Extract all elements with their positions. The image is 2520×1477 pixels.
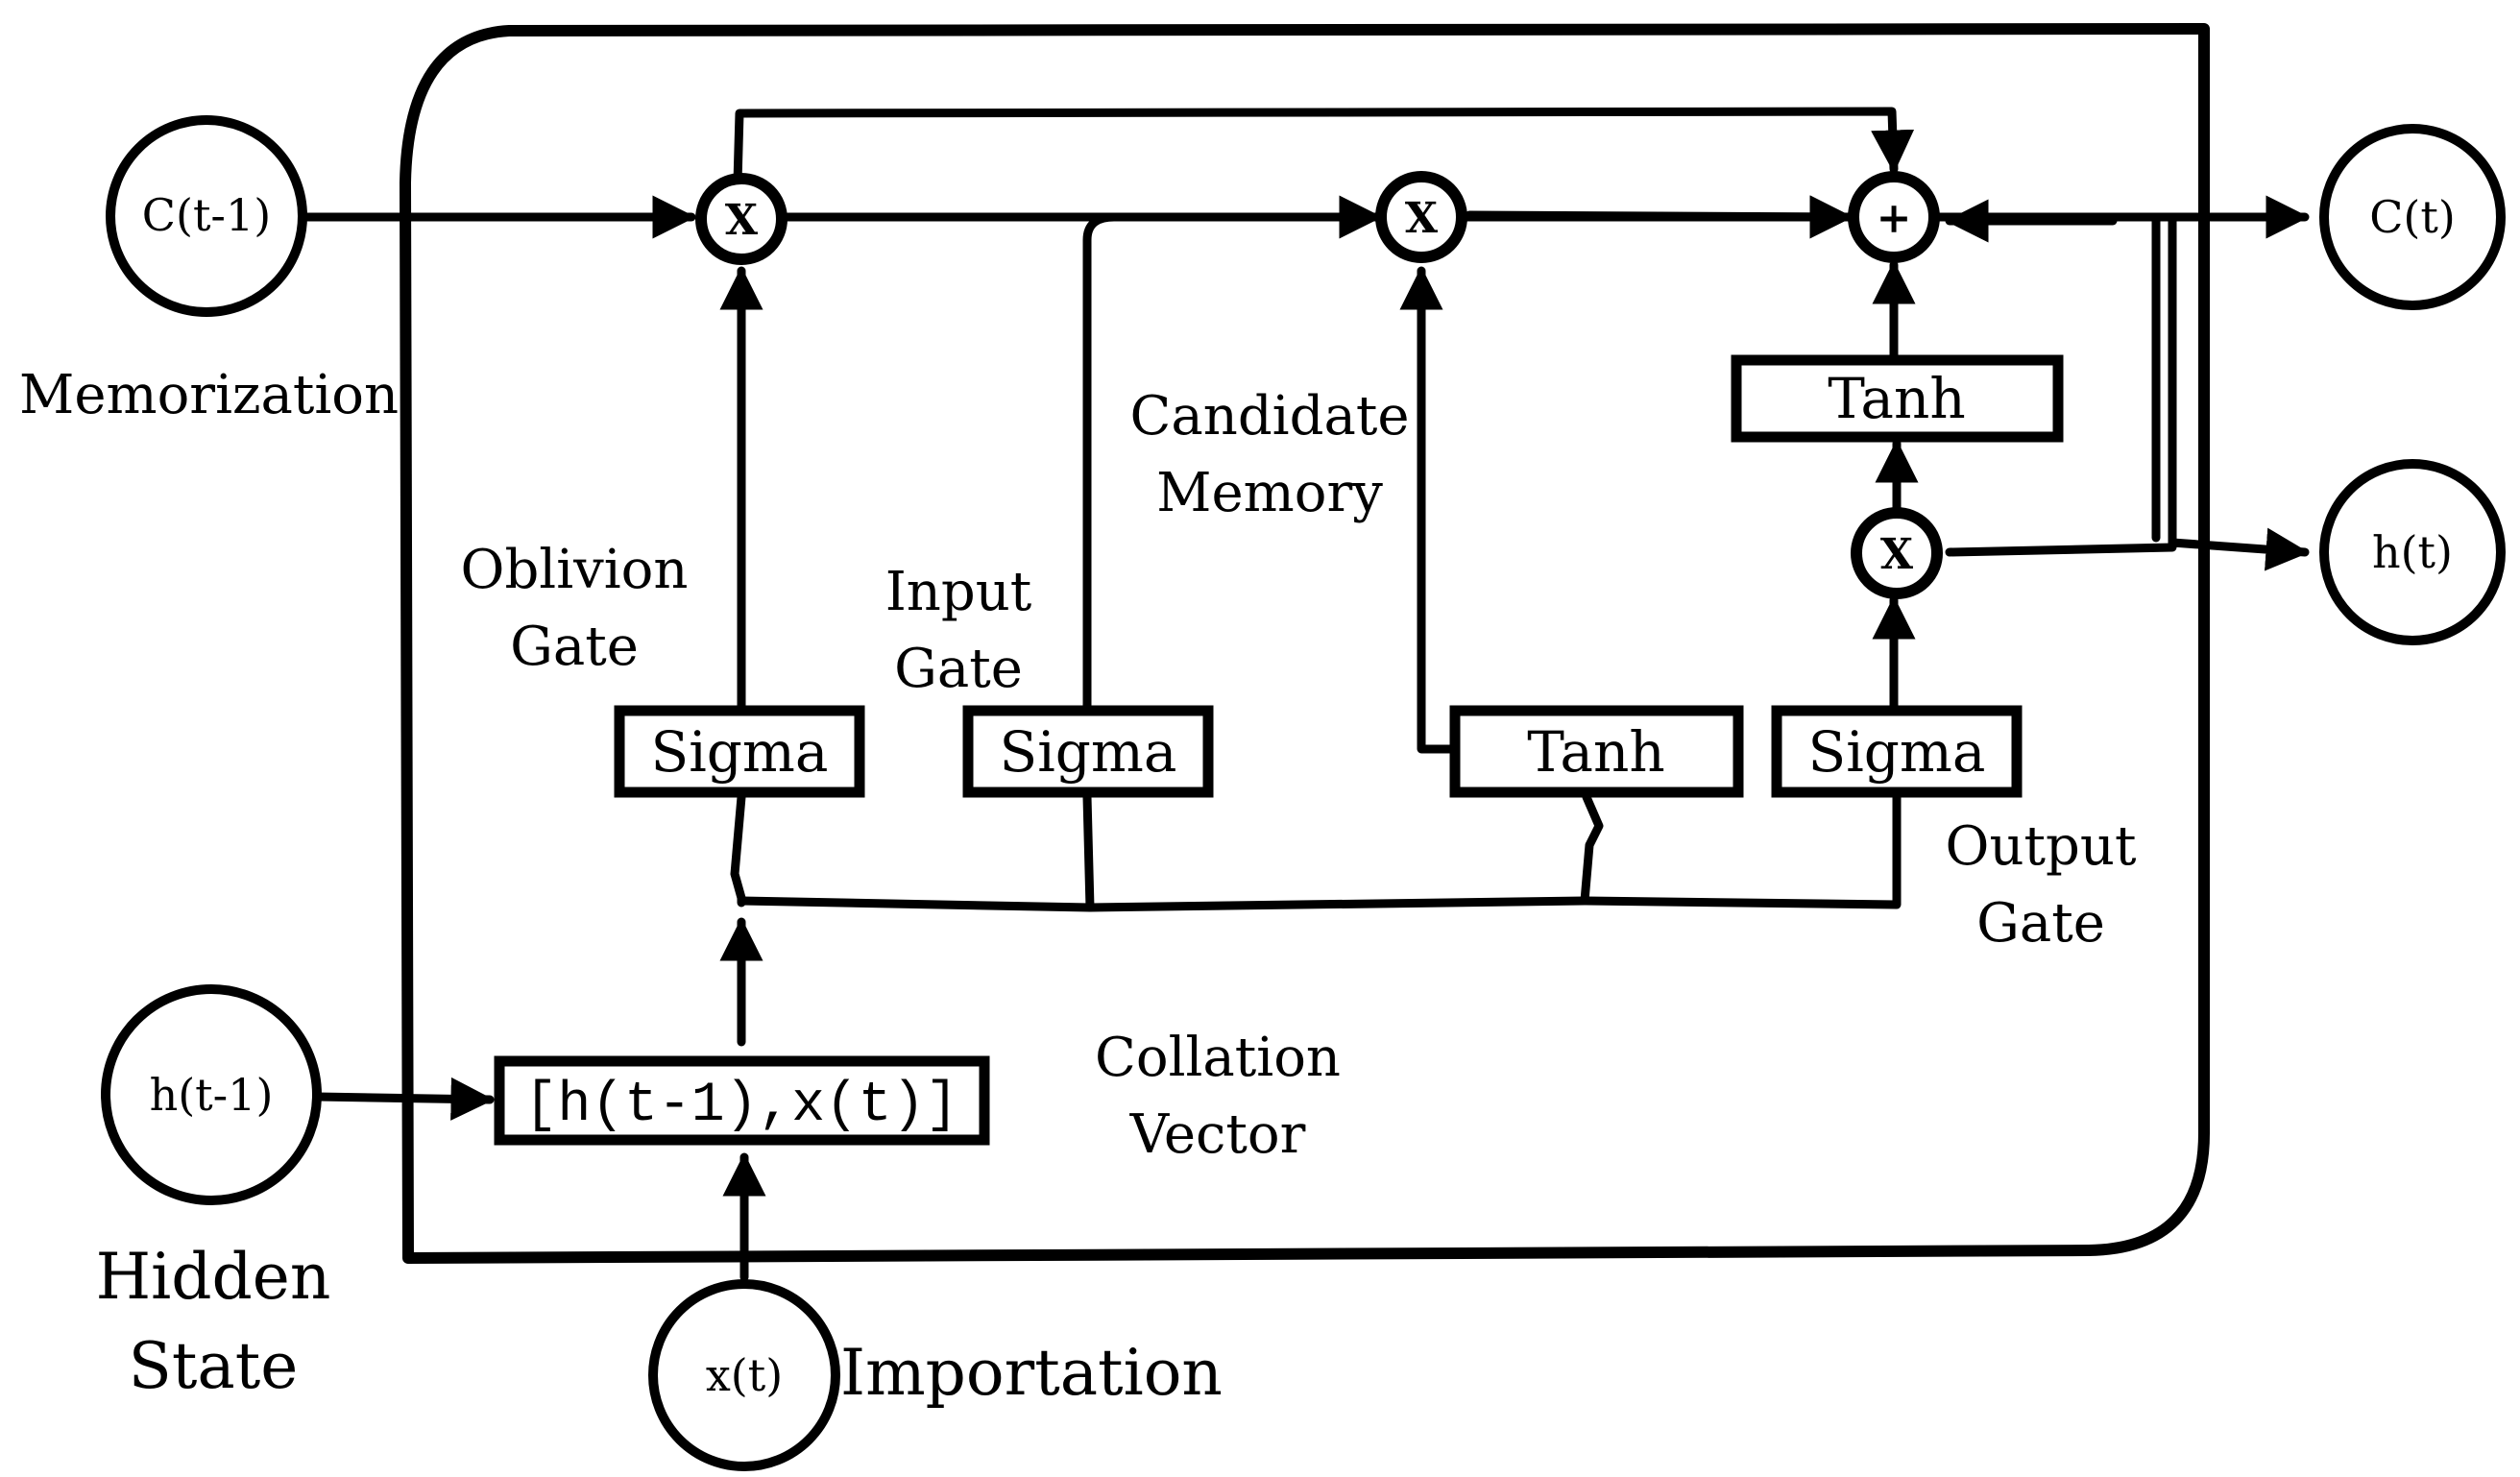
cell-tanh-label: Tanh [1828,366,1965,431]
candidate-memory-label-2: Memory [1156,462,1383,524]
edge-input-mul-to-add [1465,195,1854,239]
edge-input-sigma-to-mul [1082,195,1383,714]
add-op [1848,171,1940,263]
c-out-label: C(t) [2369,191,2456,243]
edge-hprev-to-concat [312,1077,495,1121]
concat-box [494,1055,990,1146]
edge-top-skip [733,107,1915,187]
hidden-state-label-2: State [129,1329,299,1403]
add-symbol: + [1877,194,1912,243]
operators: X X + X [695,171,1943,599]
c-prev-node [106,115,307,317]
edge-cand-tanh-to-mul [1399,266,1460,754]
forget-sigma-label: Sigma [651,719,829,785]
input-sigma-label: Sigma [1000,719,1177,785]
output-multiply-op [1851,507,1943,599]
input-multiply-symbol: X [1405,194,1439,243]
gate-boxes: Sigma Sigma Tanh Sigma Tanh [h(t-1),x(t)… [494,354,2064,1146]
input-multiply-op [1375,171,1467,263]
edge-bus [737,792,1902,912]
h-prev-node [101,984,322,1205]
connections [303,107,2310,1282]
output-gate-label-2: Gate [1976,892,2105,955]
edge-bus-input [1082,792,1095,912]
memorization-label: Memorization [19,364,399,426]
candidate-memory-label-1: Candidate [1130,385,1410,448]
x-in-label: x(t) [706,1349,783,1401]
edge-bus-cand [1580,792,1604,906]
h-prev-label: h(t-1) [150,1069,274,1121]
cell-tanh-box [1731,354,2064,443]
candidate-tanh-box [1449,705,1744,798]
concat-label: [h(t-1),x(t)] [524,1075,958,1137]
forget-multiply-symbol: X [725,196,759,245]
input-gate-label-2: Gate [894,638,1023,700]
input-gate-label-1: Input [885,561,1032,623]
hidden-state-label-1: Hidden [96,1240,331,1314]
x-in-node [648,1279,840,1471]
forget-multiply-op [695,173,788,265]
oblivion-gate-label-2: Gate [510,616,639,678]
edge-hout [2168,527,2310,571]
c-prev-label: C(t-1) [142,189,271,241]
h-out-node [2319,459,2506,645]
io-nodes: C(t-1) C(t) h(t) h(t-1) x(t) [101,115,2506,1471]
output-multiply-symbol: X [1880,530,1914,579]
c-out-node [2319,124,2506,310]
output-sigma-label: Sigma [1808,719,1986,785]
h-out-label: h(t) [2372,526,2453,578]
forget-sigma-box [614,705,865,798]
importation-label: Importation [840,1336,1223,1410]
collation-vector-label-2: Vector [1129,1103,1306,1166]
output-sigma-box [1771,705,2023,798]
annotations: Memorization Oblivion Gate Input Gate Ca… [19,364,2137,1410]
input-sigma-box [962,705,1214,798]
cell-frame [400,23,2210,1264]
collation-vector-label-1: Collation [1095,1027,1341,1089]
edge-ct-feedback [1945,212,2177,557]
output-gate-label-1: Output [1946,815,2137,878]
candidate-tanh-label: Tanh [1527,719,1664,785]
oblivion-gate-label-1: Oblivion [461,539,689,601]
edge-bus-vertical [730,792,746,908]
